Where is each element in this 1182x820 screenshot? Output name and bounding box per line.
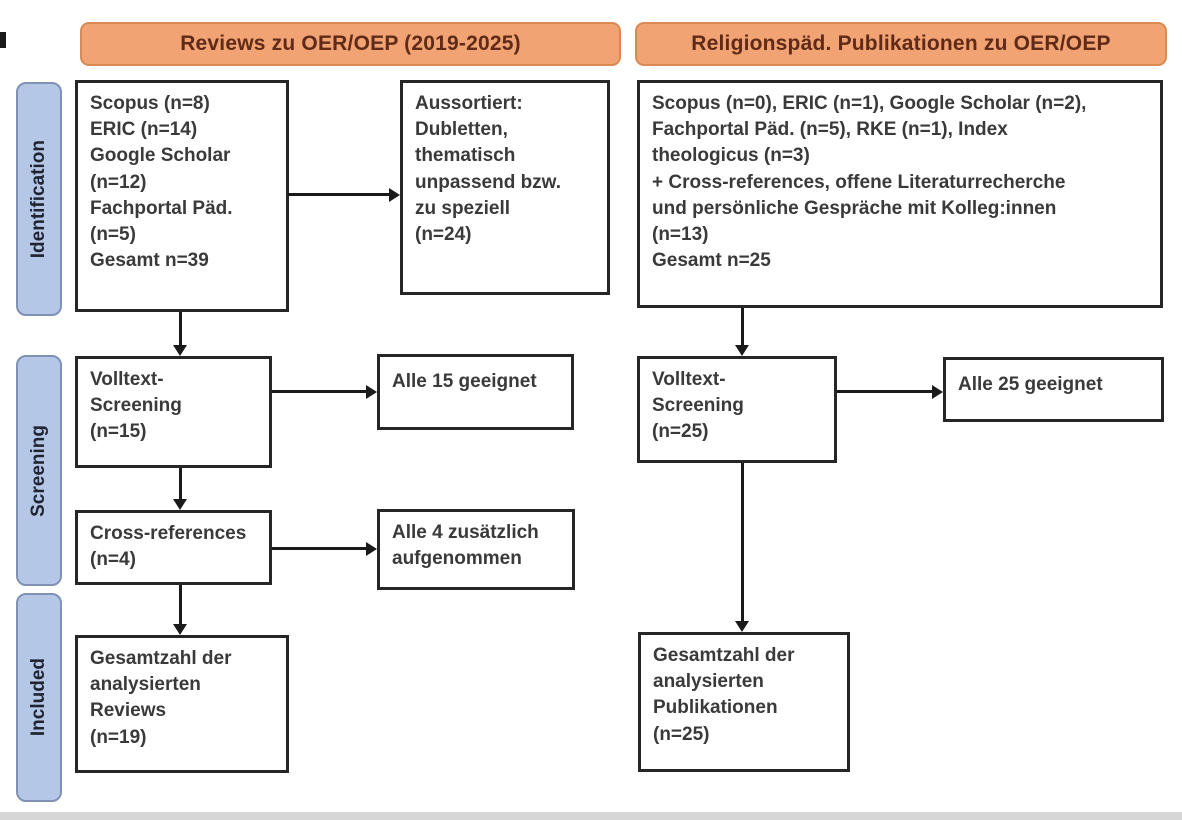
arrow-right-fulltext-to-result-head bbox=[932, 385, 943, 399]
left-edge-artifact bbox=[0, 32, 6, 48]
box-left-crossreferences-result: Alle 4 zusätzlich aufgenommen bbox=[377, 509, 575, 590]
box-left-fulltext-screening: Volltext- Screening (n=15) bbox=[75, 356, 272, 468]
arrow-left-sources-to-fulltext-head bbox=[173, 345, 187, 356]
arrow-left-sources-to-excluded-head bbox=[389, 188, 400, 202]
arrow-right-fulltext-to-result bbox=[837, 390, 932, 393]
arrow-left-fulltext-to-result-head bbox=[366, 385, 377, 399]
stage-screening-label: Screening bbox=[28, 424, 49, 517]
header-right-label: Religionspäd. Publikationen zu OER/OEP bbox=[691, 32, 1111, 55]
header-left-label: Reviews zu OER/OEP (2019-2025) bbox=[180, 32, 521, 55]
box-right-sources: Scopus (n=0), ERIC (n=1), Google Scholar… bbox=[637, 80, 1163, 308]
box-left-fulltext-result: Alle 15 geeignet bbox=[377, 354, 574, 430]
box-left-excluded: Aussortiert: Dubletten, thematisch unpas… bbox=[400, 80, 610, 295]
box-left-sources: Scopus (n=8) ERIC (n=14) Google Scholar … bbox=[75, 80, 289, 312]
arrow-left-fulltext-to-result bbox=[272, 390, 366, 393]
stage-identification: Identification bbox=[16, 82, 62, 316]
box-left-included-total: Gesamtzahl der analysierten Reviews (n=1… bbox=[75, 635, 289, 773]
arrow-left-crossref-to-result-head bbox=[366, 542, 377, 556]
stage-identification-label: Identification bbox=[28, 139, 49, 259]
arrow-left-fulltext-to-crossref bbox=[179, 468, 182, 499]
stage-included: Included bbox=[16, 593, 62, 802]
arrow-left-sources-to-excluded bbox=[288, 193, 389, 196]
arrow-right-fulltext-to-included-head bbox=[735, 621, 749, 632]
arrow-right-fulltext-to-included bbox=[741, 463, 744, 621]
header-left-column: Reviews zu OER/OEP (2019-2025) bbox=[80, 22, 621, 66]
arrow-left-sources-to-fulltext bbox=[179, 312, 182, 346]
bottom-edge-strip bbox=[0, 812, 1182, 820]
arrow-right-sources-to-fulltext bbox=[741, 308, 744, 345]
stage-included-label: Included bbox=[28, 658, 49, 737]
box-right-fulltext-screening: Volltext- Screening (n=25) bbox=[637, 356, 837, 463]
arrow-right-sources-to-fulltext-head bbox=[735, 345, 749, 356]
arrow-left-crossref-to-result bbox=[272, 547, 366, 550]
box-left-crossreferences: Cross-references (n=4) bbox=[75, 510, 272, 585]
arrow-left-fulltext-to-crossref-head bbox=[173, 499, 187, 510]
box-right-included-total: Gesamtzahl der analysierten Publikatione… bbox=[638, 632, 850, 772]
stage-screening: Screening bbox=[16, 355, 62, 586]
arrow-left-crossref-to-included bbox=[179, 585, 182, 624]
arrow-left-crossref-to-included-head bbox=[173, 624, 187, 635]
header-right-column: Religionspäd. Publikationen zu OER/OEP bbox=[635, 22, 1167, 66]
box-right-fulltext-result: Alle 25 geeignet bbox=[943, 357, 1164, 422]
